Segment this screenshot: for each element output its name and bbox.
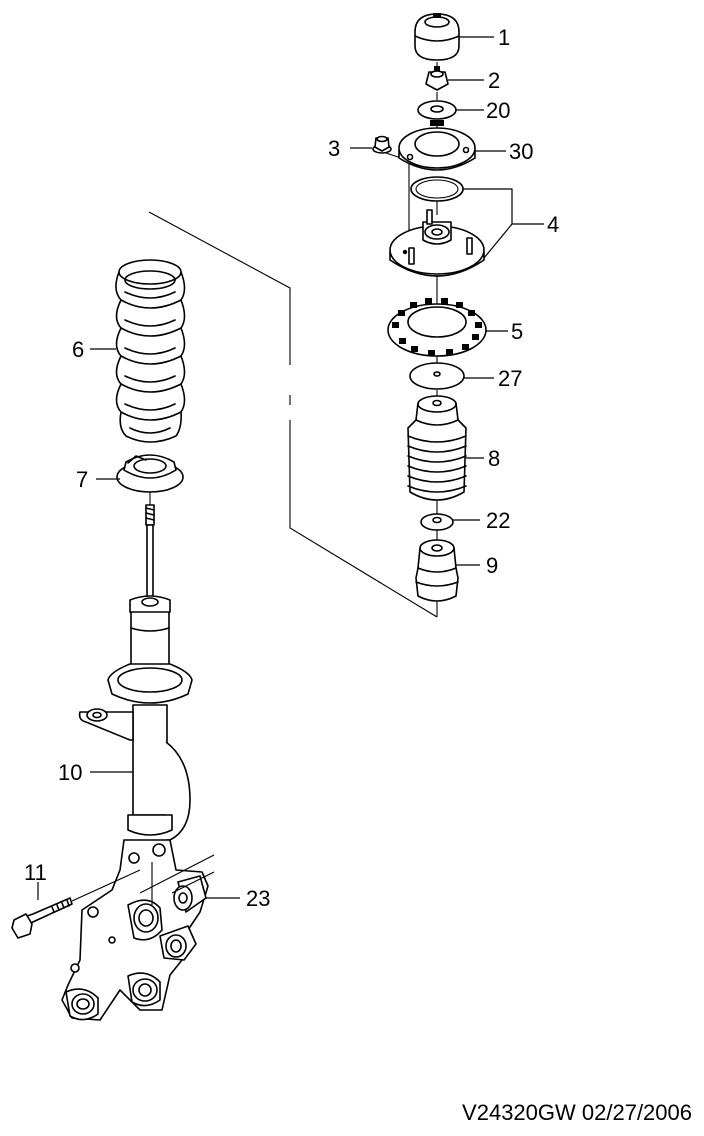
part-5-spring-seat	[387, 298, 487, 357]
steering-knuckle	[61, 839, 215, 1021]
callout-27: 27	[498, 366, 522, 391]
callout-6: 6	[72, 337, 84, 362]
part-7-lower-spring-seat	[116, 454, 184, 505]
callout-1: 1	[498, 25, 510, 50]
drawing-id-and-date: V24320GW 02/27/2006	[462, 1100, 692, 1125]
callout-23: 23	[246, 886, 270, 911]
part-30-mount-plate	[398, 120, 476, 171]
part-9-bump-stop	[415, 539, 459, 602]
part-4-strut-mount	[389, 176, 485, 277]
part-20-washer	[417, 100, 457, 120]
callout-5: 5	[511, 319, 523, 344]
part-3-flange-nut	[372, 135, 392, 154]
callout-2: 2	[488, 68, 500, 93]
part-11-bolt	[11, 869, 141, 939]
part-27-washer	[409, 362, 465, 390]
part-22-washer	[420, 513, 454, 531]
part-2-nut	[425, 66, 449, 91]
callouts: 1 2 20 3 30 4 5 27 8 22 9 6 7 10 11 23	[24, 25, 559, 911]
callout-3: 3	[328, 136, 340, 161]
callout-9: 9	[486, 553, 498, 578]
callout-4: 4	[547, 212, 559, 237]
part-23-bushing	[171, 871, 215, 913]
callout-11: 11	[24, 860, 47, 885]
part-8-dust-boot	[407, 395, 467, 501]
part-1-top-cap	[414, 13, 460, 61]
part-10-strut-body	[78, 504, 193, 841]
part-6-coil-spring	[115, 259, 186, 443]
assembly-bracket-line	[148, 211, 438, 618]
callout-30: 30	[509, 139, 533, 164]
callout-22: 22	[486, 508, 510, 533]
callout-8: 8	[488, 446, 500, 471]
callout-10: 10	[58, 760, 82, 785]
leader-lines	[37, 36, 544, 900]
callout-7: 7	[76, 467, 88, 492]
callout-20: 20	[486, 98, 510, 123]
